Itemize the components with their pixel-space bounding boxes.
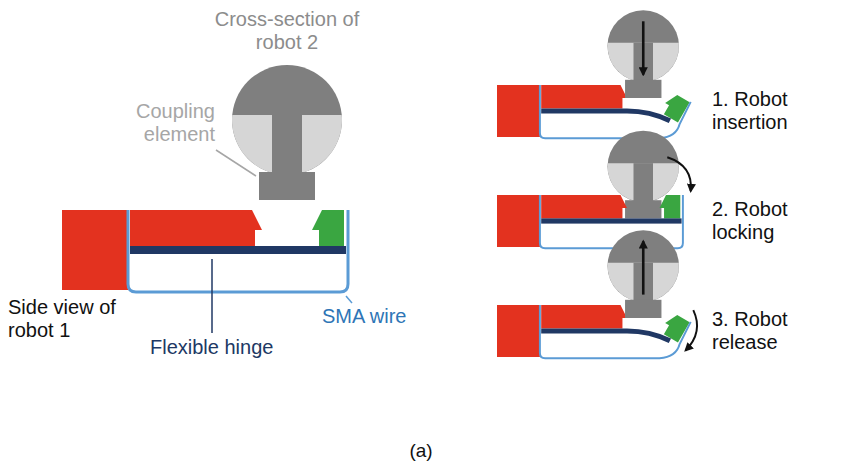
- leader-lines: [346, 296, 352, 303]
- step-label: 1. Robot insertion: [712, 88, 834, 134]
- step-release: [608, 230, 680, 318]
- step-release: [686, 310, 698, 350]
- part-label: Coupling element: [110, 100, 215, 146]
- step-release: [497, 305, 691, 358]
- robot-1-side-view: [62, 210, 348, 292]
- step-locking: [497, 131, 691, 249]
- part-label: Flexible hinge: [150, 336, 300, 359]
- step-release: [497, 230, 697, 358]
- part-label: Cross-section of robot 2: [197, 8, 377, 54]
- leader-lines: [216, 150, 256, 176]
- robot-1-side-view: [62, 210, 348, 292]
- caption: (a): [371, 440, 471, 462]
- step-insertion: [608, 10, 680, 98]
- step-locking: [667, 157, 691, 191]
- step-label: 3. Robot release: [712, 308, 834, 354]
- step-insertion: [497, 10, 691, 138]
- step-insertion: [608, 10, 680, 98]
- step-label: 2. Robot locking: [712, 198, 834, 244]
- step-release: [642, 241, 645, 294]
- leader-lines: [211, 259, 213, 333]
- step-release: [608, 230, 680, 318]
- robot-2-cross-section: [232, 65, 342, 200]
- view-label: Side view of robot 1: [8, 296, 120, 342]
- robot-2-cross-section: [232, 65, 342, 200]
- part-label: SMA wire: [322, 305, 432, 328]
- step-insertion: [642, 21, 645, 74]
- step-insertion: [497, 85, 691, 138]
